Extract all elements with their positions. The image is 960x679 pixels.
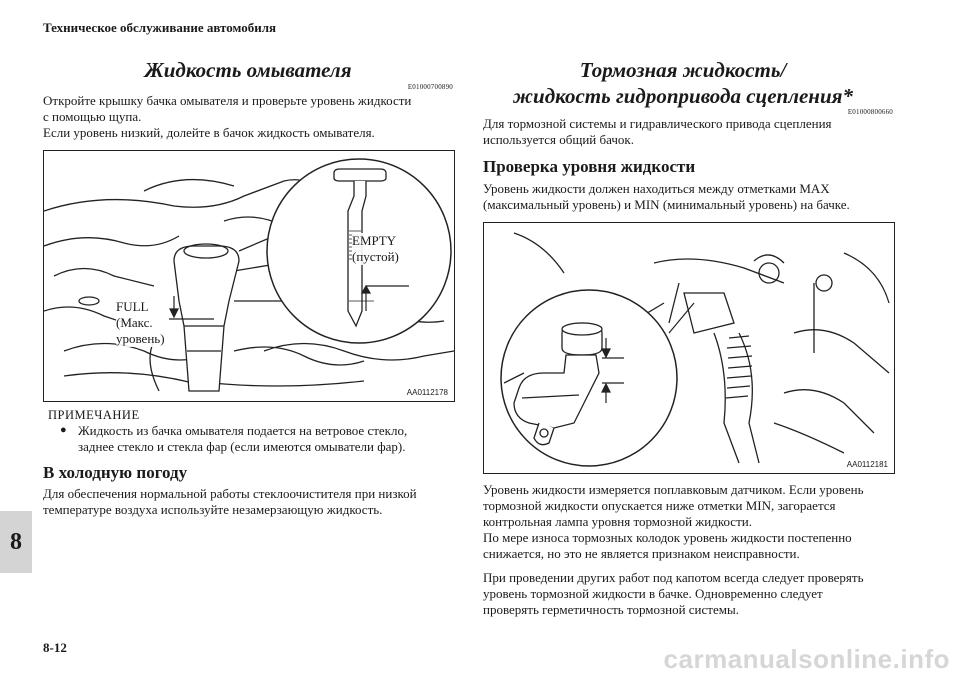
check-level-text: Уровень жидкости должен находиться между… xyxy=(483,181,850,212)
washer-fluid-code: E01000700890 xyxy=(407,83,453,91)
washer-figure-code: AA0112178 xyxy=(406,388,448,397)
washer-fluid-title: Жидкость омывателя xyxy=(144,58,352,82)
full-label: FULL (Макс. уровень) xyxy=(116,299,165,347)
brake-figure-code: AA0112181 xyxy=(846,460,888,469)
note-label: ПРИМЕЧАНИЕ xyxy=(48,408,140,422)
check-level-heading: Проверка уровня жидкости xyxy=(483,157,696,176)
brake-para-1: Уровень жидкости измеряется поплавковым … xyxy=(483,482,864,561)
cold-weather-heading: В холодную погоду xyxy=(43,463,188,482)
page-number: 8-12 xyxy=(43,640,67,655)
note-bullet: ● xyxy=(60,424,67,436)
brake-fluid-code: E01000800660 xyxy=(847,108,893,116)
brake-figure: AA0112181 xyxy=(483,222,895,474)
washer-fluid-intro: Откройте крышку бачка омывателя и провер… xyxy=(43,93,412,140)
washer-figure: EMPTY (пустой) FULL (Макс. уровень) AA01… xyxy=(43,150,455,402)
cold-weather-text: Для обеспечения нормальной работы стекло… xyxy=(43,486,417,517)
brake-para-2: При проведении других работ под капотом … xyxy=(483,570,864,617)
brake-fluid-title-line1: Тормозная жидкость/ xyxy=(579,58,787,82)
chapter-tab: 8 xyxy=(0,511,32,573)
washer-illustration xyxy=(44,158,454,392)
watermark: carmanualsonline.info xyxy=(663,644,950,674)
note-text: Жидкость из бачка омывателя подается на … xyxy=(78,423,408,454)
brake-fluid-intro: Для тормозной системы и гидравлического … xyxy=(483,116,832,147)
brake-fluid-title-line2: жидкость гидропривода сцепления* xyxy=(513,84,853,108)
running-header: Техническое обслуживание автомобиля xyxy=(43,20,277,35)
empty-label: EMPTY (пустой) xyxy=(352,233,399,265)
brake-reservoir-illustration xyxy=(500,232,890,467)
